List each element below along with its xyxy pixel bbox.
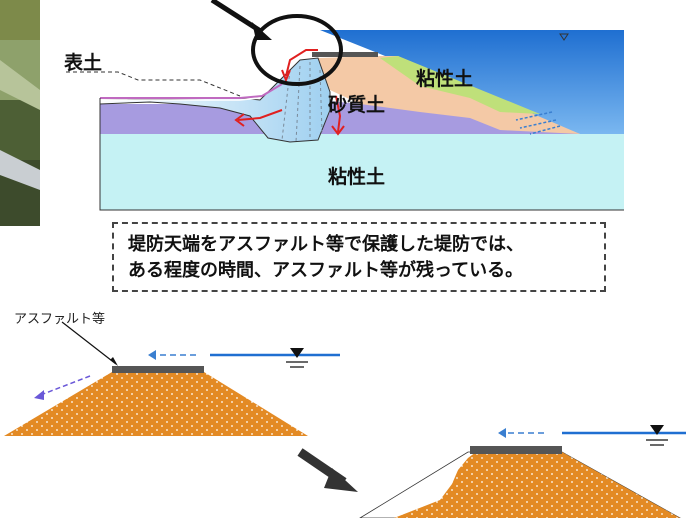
embankment-right-soil	[394, 452, 680, 518]
erosion-arrow-left	[37, 375, 91, 397]
callout-box: 堤防天端をアスファルト等で保護した堤防では、 ある程度の時間、アスファルト等が残…	[112, 222, 606, 292]
photo-strip-left	[0, 0, 40, 226]
flow-arrow-red-left	[237, 109, 283, 121]
label-asphalt: アスファルト等	[14, 312, 106, 327]
seepage-arrows	[515, 111, 561, 135]
label-clay-upper: 粘性土	[416, 68, 474, 90]
asphalt-crown-left	[112, 366, 204, 373]
callout-line-2: ある程度の時間、アスファルト等が残っている。	[128, 260, 524, 281]
water-level-mark-right	[650, 425, 664, 435]
upper-cross-section	[66, 0, 624, 211]
asphalt-crown-upper	[312, 52, 378, 57]
asphalt-crown-right	[470, 446, 562, 454]
water-level-mark-upper	[559, 33, 569, 41]
lower-clay-layer	[100, 134, 624, 210]
embankment-left-soil	[4, 372, 308, 436]
flow-arrow-red-down	[285, 49, 318, 77]
label-topsoil: 表土	[64, 52, 103, 74]
sandy-soil-layer	[318, 56, 580, 134]
highlight-circle	[251, 14, 343, 86]
flow-arrow-red-right	[335, 95, 342, 133]
topsoil-line	[100, 83, 283, 99]
label-sandy-soil: 砂質土	[328, 94, 386, 116]
label-clay-lower: 粘性土	[328, 166, 386, 188]
asphalt-leader-line	[61, 321, 117, 365]
callout-line-1: 堤防天端をアスファルト等で保護した堤防では、	[128, 234, 524, 255]
lower-right-embankment	[359, 425, 686, 518]
water-level-mark-left	[290, 348, 304, 358]
lower-left-embankment	[4, 321, 340, 436]
clay-core-layer	[380, 56, 540, 114]
